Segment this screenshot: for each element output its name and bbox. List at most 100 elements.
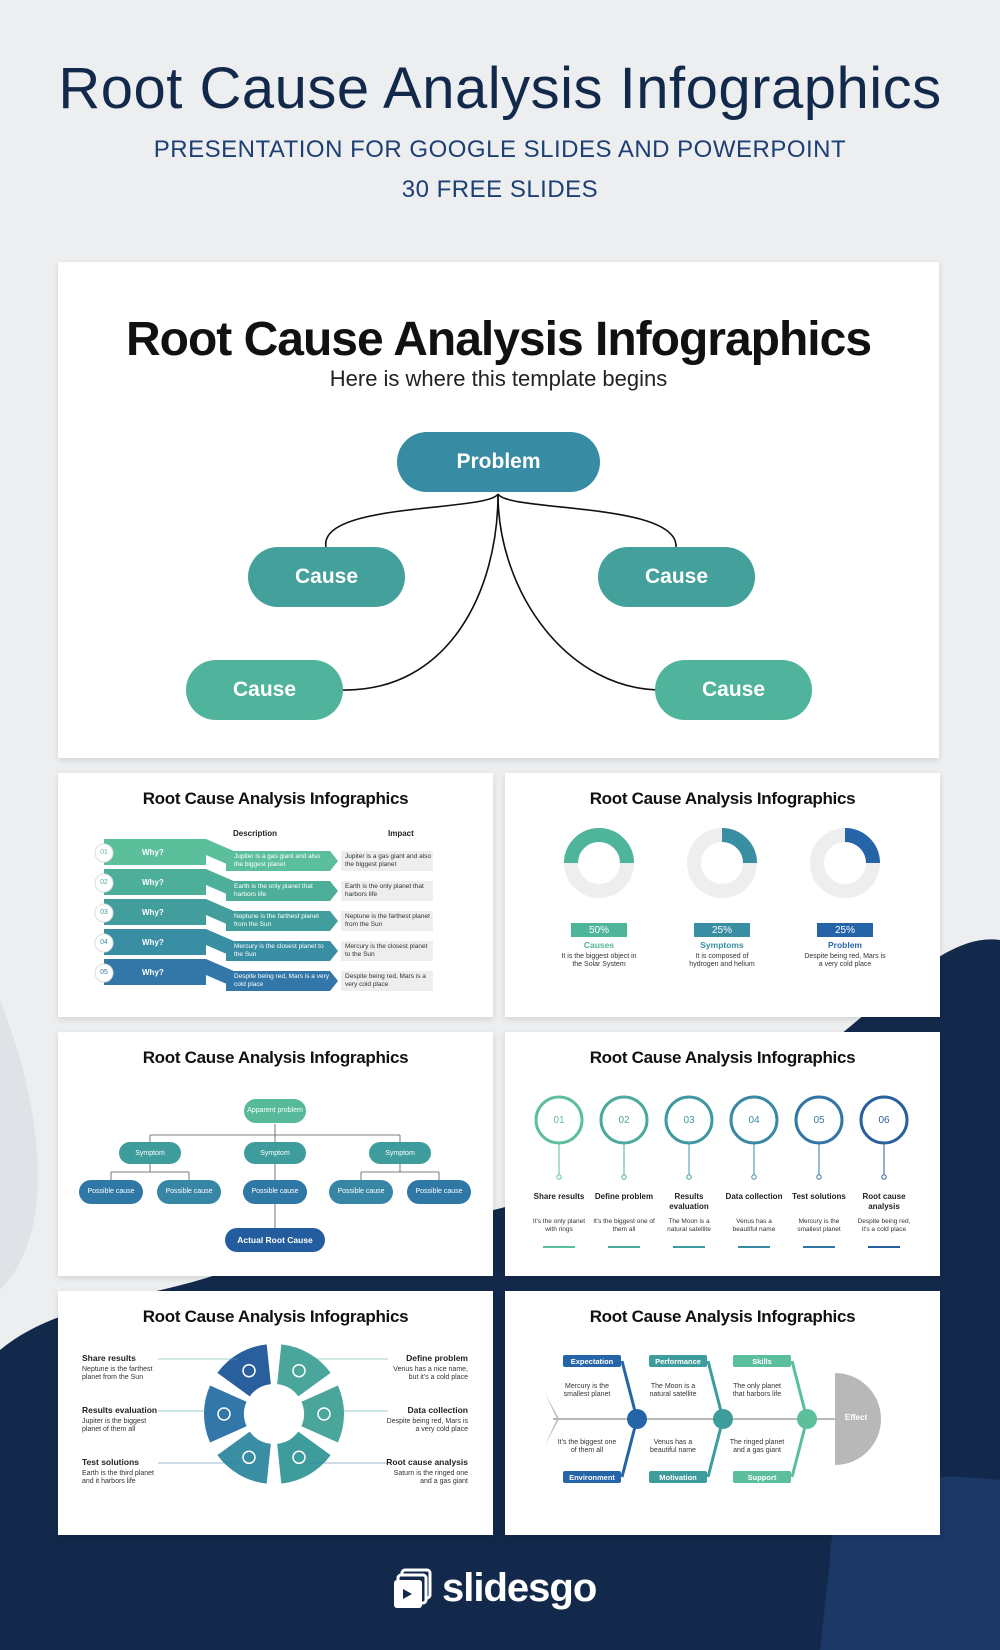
bone-text-bottom: Venus has a beautiful name [650,1439,696,1454]
step-text: Despite being red, it's a cold place [857,1218,911,1233]
slide-title: Root Cause Analysis Infographics [589,789,856,808]
description-text: Mercury is the closest planet to the Sun [234,943,324,958]
slide-title: Root Cause Analysis Infographics [142,1048,409,1067]
donut-description: It is the biggest object in the Solar Sy… [561,953,637,968]
why-label: Why? [142,908,164,917]
donut-description: Despite being red, Mars is a very cold p… [804,953,886,968]
impact-cell [341,911,433,931]
bone-text-bottom: It's the biggest one of them all [557,1439,617,1454]
slidesgo-logo[interactable]: slidesgo [392,1566,597,1611]
effect-label: Effect [844,1413,868,1422]
bone-label-bottom: Motivation [659,1473,697,1482]
why-label: Why? [142,848,164,857]
step-dot [816,1174,822,1180]
description-arrow [226,851,338,871]
step-title: Data collection [725,1192,783,1201]
donut-category-label: Causes [583,940,615,950]
step-circle [664,1095,714,1145]
slide-title: Root Cause Analysis Infographics [589,1307,856,1326]
slide-preview-fishbone-diagram[interactable]: Root Cause Analysis Infographics Effect E… [505,1291,940,1535]
impact-cell [341,851,433,871]
bone-label-top: Performance [655,1357,701,1366]
slide-title: Root Cause Analysis Infographics [589,1048,856,1067]
cycle-item-text: Neptune is the farthest planet from the … [82,1366,153,1381]
percent-label: 25% [834,925,855,936]
impact-cell [341,941,433,961]
bone-text-bottom: The ringed planet and a gas giant [729,1439,785,1454]
step-number: 01 [553,1115,565,1126]
tree-lines [110,1124,440,1228]
bone-joint [627,1409,647,1429]
bone-label-bg [649,1471,707,1483]
row-number-circle [94,873,114,893]
why-rows-graphic [94,839,433,991]
donut-category-label: Problem [827,940,862,950]
step-dot [686,1174,692,1180]
problem-node: Problem [397,432,600,492]
cycle-item-text: Despite being red, Mars is a very cold p… [386,1418,468,1433]
cause-node: Cause [186,660,343,720]
connector-lines [325,493,677,691]
cause-node: Cause [598,547,755,607]
step-title: Root cause analysis [862,1192,906,1211]
slide-title: Root Cause Analysis Infographics [142,1307,409,1326]
pie-icon [317,1407,331,1421]
fishbone-graphic [545,1355,881,1483]
cycle-item-title: Define problem [406,1353,468,1363]
impact-text: Earth is the only planet that harbors li… [345,883,424,898]
description-arrow [226,911,338,931]
slide-title: Root Cause Analysis Infographics [142,789,409,808]
slide-preview-why-table[interactable]: Root Cause Analysis Infographics Descrip… [58,773,493,1017]
slidesgo-logo-icon [394,1568,432,1608]
why-label: Why? [142,878,164,887]
why-band [104,841,206,865]
bone-label-bg [733,1355,791,1367]
step-number: 05 [813,1115,825,1126]
cycle-item-title: Results evaluation [82,1405,158,1415]
bone-joint [713,1409,733,1429]
cycle-item-title: Data collection [407,1405,468,1415]
page-subtitle: PRESENTATION FOR GOOGLE SLIDES AND POWER… [153,136,847,163]
step-circles [534,1095,909,1248]
possible-cause-node: Possible cause [407,1180,471,1204]
step-circle [729,1095,779,1145]
why-band [104,871,206,895]
slide-preview-donut-charts[interactable]: Root Cause Analysis Infographics 50%Caus… [505,773,940,1017]
step-dot [556,1174,562,1180]
bone-label-top: Skills [752,1357,772,1366]
bone-label-bottom: Support [747,1473,777,1482]
row-number: 04 [100,939,108,946]
symptom-node: Symptom [244,1142,306,1164]
report-icon [217,1407,231,1421]
presentation-icon [242,1363,256,1378]
impact-text: Mercury is the closest planet to the Sun [345,943,428,958]
possible-cause-node: Possible cause [243,1180,307,1204]
donut-value-arc [844,828,880,864]
possible-cause-node: Possible cause [79,1180,143,1204]
row-number: 01 [100,849,108,856]
impact-text: Jupiter is a gas giant and also the bigg… [345,853,431,868]
bone-label-top: Expectation [570,1357,614,1366]
step-title: Results evaluation [669,1192,709,1211]
cycle-segment [217,1431,271,1484]
network-icon [292,1450,306,1465]
bone-joint [797,1409,817,1429]
step-circle [794,1095,844,1145]
slide-preview-cycle-diagram[interactable]: Root Cause Analysis Infographics Share r… [58,1291,493,1535]
main-slide-preview[interactable]: Root Cause Analysis Infographics Here is… [58,262,939,758]
description-text: Despite being red, Mars is a very cold p… [234,973,330,988]
slide-preview-root-cause-tree[interactable]: Root Cause Analysis Infographics Apparen… [58,1032,493,1276]
impact-cell [341,971,433,991]
step-number: 03 [683,1115,695,1126]
cycle-segment [301,1385,344,1443]
cause-node: Cause [248,547,405,607]
step-number: 06 [878,1115,890,1126]
actual-root-cause-node: Actual Root Cause [225,1228,325,1252]
description-text: Neptune is the farthest planet from the … [234,913,319,928]
step-circle [599,1095,649,1145]
cycle-ring [158,1344,388,1484]
bone-label-bg [649,1355,707,1367]
slide-count: 30 FREE SLIDES [401,176,599,203]
possible-cause-node: Possible cause [157,1180,221,1204]
